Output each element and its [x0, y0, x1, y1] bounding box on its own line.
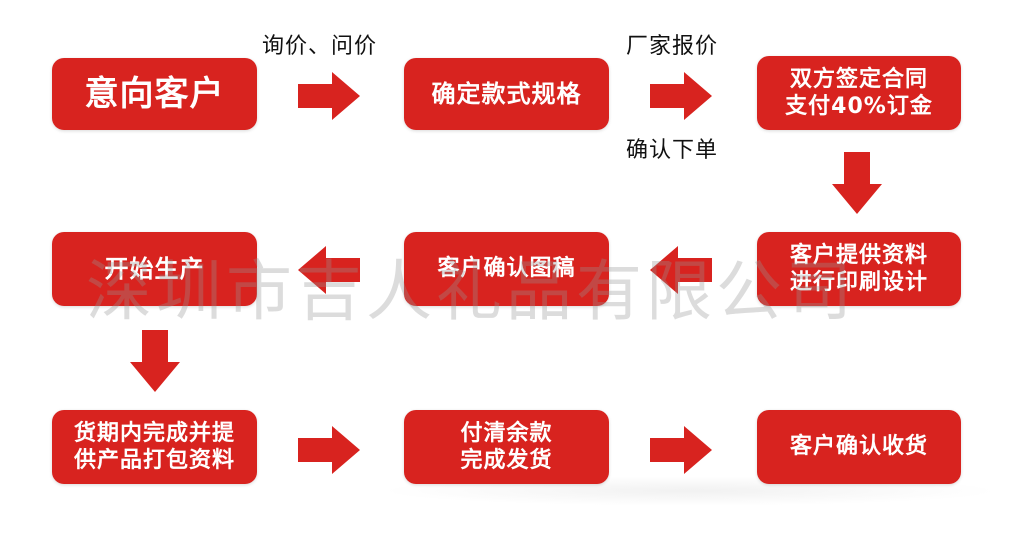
arrow-right-icon [298, 72, 360, 120]
arrow-left-icon [298, 246, 360, 294]
step-delivery-packing-line1: 货期内完成并提 [73, 420, 235, 446]
step-start-production: 开始生产 [52, 232, 257, 306]
arrow-right-icon [298, 426, 360, 474]
step-provide-materials-line2: 进行印刷设计 [789, 270, 928, 295]
step-intent-customer: 意向客户 [52, 58, 257, 130]
step-confirm-spec: 确定款式规格 [404, 58, 609, 130]
step-intent-customer-text: 意向客户 [84, 73, 225, 114]
step-confirm-receipt: 客户确认收货 [757, 410, 961, 484]
arrow-right-icon [650, 72, 712, 120]
step-confirm-receipt-text: 客户确认收货 [789, 434, 928, 460]
step-start-production-text: 开始生产 [104, 255, 205, 283]
step-confirm-draft: 客户确认图稿 [404, 232, 609, 306]
label-confirm-order: 确认下单 [626, 138, 719, 163]
step-confirm-spec-text: 确定款式规格 [431, 80, 582, 108]
step-provide-materials: 客户提供资料 进行印刷设计 [757, 232, 961, 306]
step-pay-balance-line2: 完成发货 [460, 448, 553, 473]
step-provide-materials-line1: 客户提供资料 [789, 242, 928, 268]
step-sign-contract-line1: 双方签定合同 [789, 66, 928, 92]
label-inquiry: 询价、问价 [262, 34, 378, 59]
step-sign-contract: 双方签定合同 支付40%订金 [757, 56, 961, 130]
arrow-down-icon [130, 330, 180, 392]
label-factory-quote: 厂家报价 [626, 34, 719, 59]
arrow-left-icon [650, 246, 712, 294]
step-delivery-packing-line2: 供产品打包资料 [73, 448, 235, 473]
step-pay-balance-line1: 付清余款 [460, 420, 553, 446]
arrow-right-icon [650, 426, 712, 474]
step-pay-balance: 付清余款 完成发货 [404, 410, 609, 484]
arrow-down-icon [832, 152, 882, 214]
step-confirm-draft-text: 客户确认图稿 [437, 256, 576, 282]
step-sign-contract-line2: 支付40%订金 [785, 94, 933, 119]
step-delivery-packing: 货期内完成并提 供产品打包资料 [52, 410, 257, 484]
